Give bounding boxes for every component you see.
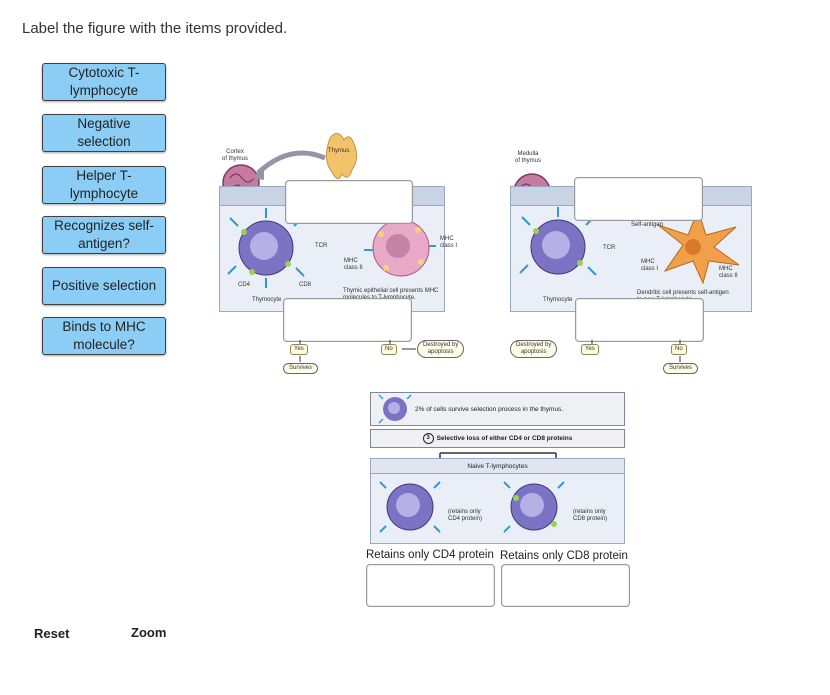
cortex-destroyed-oval: Destroyed by apoptosis xyxy=(417,340,465,358)
step-text: Selective loss of either CD4 or CD8 prot… xyxy=(436,435,573,442)
medulla-destroyed-oval: Destroyed by apoptosis xyxy=(510,340,558,358)
cortex-thymocyte-label: Thymocyte xyxy=(252,297,282,303)
cortex-panel-art xyxy=(227,208,436,288)
naive-cd8-note: (retains only CD8 protein) xyxy=(573,509,608,522)
dropzone-cd8[interactable] xyxy=(501,564,630,607)
medulla-mhc2-label: MHC class II xyxy=(719,266,738,279)
survival-cell-icon xyxy=(378,394,412,424)
dropzone-cortex-top[interactable] xyxy=(285,180,413,224)
naive-bracket xyxy=(439,452,557,458)
dropzone-medulla-question[interactable] xyxy=(575,298,704,342)
cortex-mhc2-label: MHC class II xyxy=(344,258,363,271)
medulla-self-antigen-label: Self-antigen xyxy=(631,222,664,228)
medulla-tcr-label: TCR xyxy=(603,245,616,251)
chip-binds-to-mhc-molecule[interactable]: Binds to MHC molecule? xyxy=(42,317,166,355)
naive-cd4-note: (retains only CD4 protein) xyxy=(448,509,483,522)
naive-cells-art xyxy=(379,481,565,533)
step-number: 3 xyxy=(422,433,434,444)
naive-header: Naive T-lymphocytes xyxy=(371,459,624,474)
step-bar: 3 Selective loss of either CD4 or CD8 pr… xyxy=(370,429,625,448)
cortex-decision-lines xyxy=(299,340,416,362)
zoom-button[interactable]: Zoom xyxy=(131,625,167,640)
chip-positive-selection[interactable]: Positive selection xyxy=(42,267,166,305)
label-retains-cd4: Retains only CD4 protein xyxy=(366,549,494,561)
label-retains-cd8: Retains only CD8 protein xyxy=(500,550,628,562)
cortex-label: Cortex of thymus xyxy=(222,149,249,162)
chip-recognizes-self-antigen[interactable]: Recognizes self-antigen? xyxy=(42,216,166,254)
cortex-survives-oval: Survives xyxy=(283,363,319,374)
medulla-thymocyte-label: Thymocyte xyxy=(543,297,573,303)
medulla-no-tag: No xyxy=(671,344,687,355)
cortex-tcr-label: TCR xyxy=(315,243,328,249)
medulla-label: Medulla of thymus xyxy=(515,151,542,164)
medulla-mhc1-label: MHC class I xyxy=(641,259,659,272)
dropzone-cortex-question[interactable] xyxy=(283,298,412,342)
chip-helper-t-lymphocyte[interactable]: Helper T-lymphocyte xyxy=(42,166,166,204)
chip-cytotoxic-t-lymphocyte[interactable]: Cytotoxic T-lymphocyte xyxy=(42,63,166,101)
medulla-panel-art xyxy=(519,207,740,285)
thymus-label: Thymus xyxy=(328,148,350,154)
chip-negative-selection[interactable]: Negative selection xyxy=(42,114,166,152)
medulla-yes-tag: Yes xyxy=(581,344,599,355)
cortex-cd4-label: CD4 xyxy=(238,282,251,288)
medulla-survives-oval: Survives xyxy=(663,363,699,374)
dropzone-medulla-top[interactable] xyxy=(574,177,703,221)
cortex-no-tag: No xyxy=(381,344,397,355)
survival-box: 2% of cells survive selection process in… xyxy=(370,392,625,426)
reset-button[interactable]: Reset xyxy=(34,626,70,641)
cortex-cd8-label: CD8 xyxy=(299,282,312,288)
cortex-mhc1-label: MHC class I xyxy=(440,236,458,249)
instruction-text: Label the figure with the items provided… xyxy=(22,20,288,37)
cortex-yes-tag: Yes xyxy=(290,344,308,355)
survival-text: 2% of cells survive selection process in… xyxy=(415,405,564,413)
dropzone-cd4[interactable] xyxy=(366,564,495,607)
